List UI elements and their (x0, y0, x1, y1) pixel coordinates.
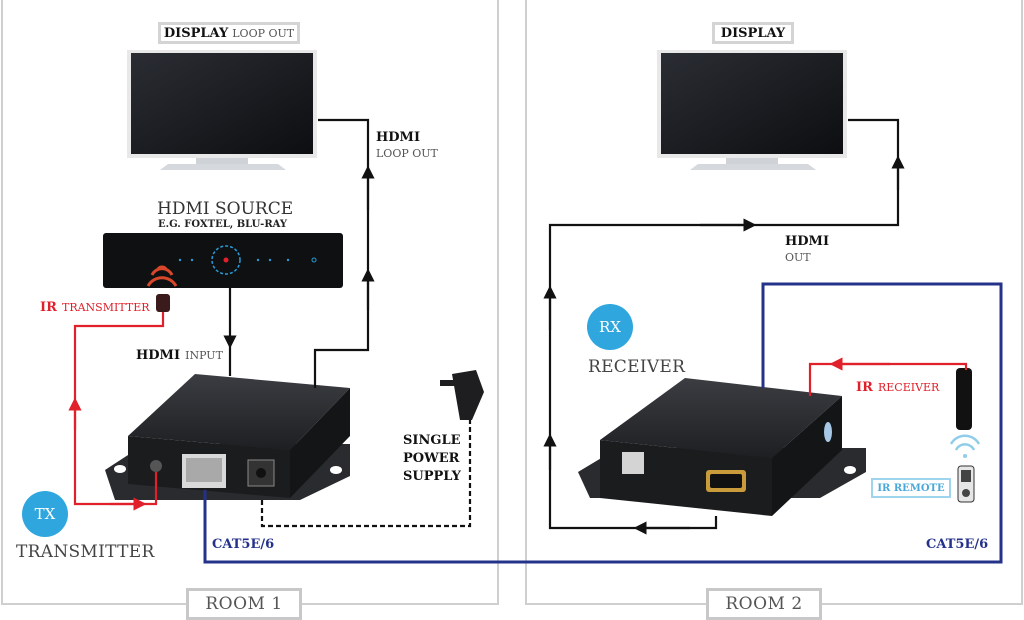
room1-label: ROOM 1 (186, 588, 302, 620)
room2-cable-label: CAT5E/6 (926, 537, 989, 552)
hdmi-source-title: HDMI SOURCE (157, 199, 294, 219)
ir-receiver-eye (956, 368, 972, 430)
hdmi-loop-label: HDMI (376, 130, 421, 145)
hdmi-input-label: HDMI INPUT (136, 348, 223, 363)
ir-receiver-label: IR RECEIVER (856, 380, 940, 395)
room2-hdmi-wiring (543, 118, 905, 535)
room1-display-tv (127, 50, 317, 170)
receiver-label: RECEIVER (588, 357, 686, 377)
power-supply-adapter (440, 370, 484, 420)
room1-hdmi-wiring (223, 118, 472, 528)
hdmi-source-device (103, 233, 343, 288)
remote-control-icon (957, 465, 975, 503)
cat5e-cable (203, 282, 1003, 564)
room2-label: ROOM 2 (706, 588, 822, 620)
room2-display-tv (657, 50, 847, 170)
ir-red-wiring (68, 312, 968, 511)
room1-frame (1, 0, 499, 605)
hdmi-out-label: HDMI (785, 234, 830, 249)
transmitter-label: TRANSMITTER (16, 542, 155, 562)
hdmi-loop-sub: LOOP OUT (376, 147, 438, 160)
ir-signal-icon (949, 434, 981, 458)
ir-transmitter-emitter (146, 265, 178, 312)
single-power-supply-label: SINGLE POWER SUPPLY (403, 433, 461, 484)
room1-cable-label: CAT5E/6 (212, 537, 275, 552)
hdmi-source-sub: E.G. FOXTEL, BLU-RAY (158, 219, 288, 230)
ir-transmitter-label: IR TRANSMITTER (40, 300, 150, 315)
room2-display-label: DISPLAY (712, 22, 794, 44)
ir-remote-label: IR REMOTE (871, 478, 951, 498)
tx-extender-box (105, 374, 350, 500)
rx-badge: RX (587, 304, 633, 350)
room2-frame (525, 0, 1023, 605)
rx-extender-box (578, 378, 866, 516)
hdmi-out-sub: OUT (785, 251, 811, 264)
tx-badge: TX (22, 491, 68, 537)
